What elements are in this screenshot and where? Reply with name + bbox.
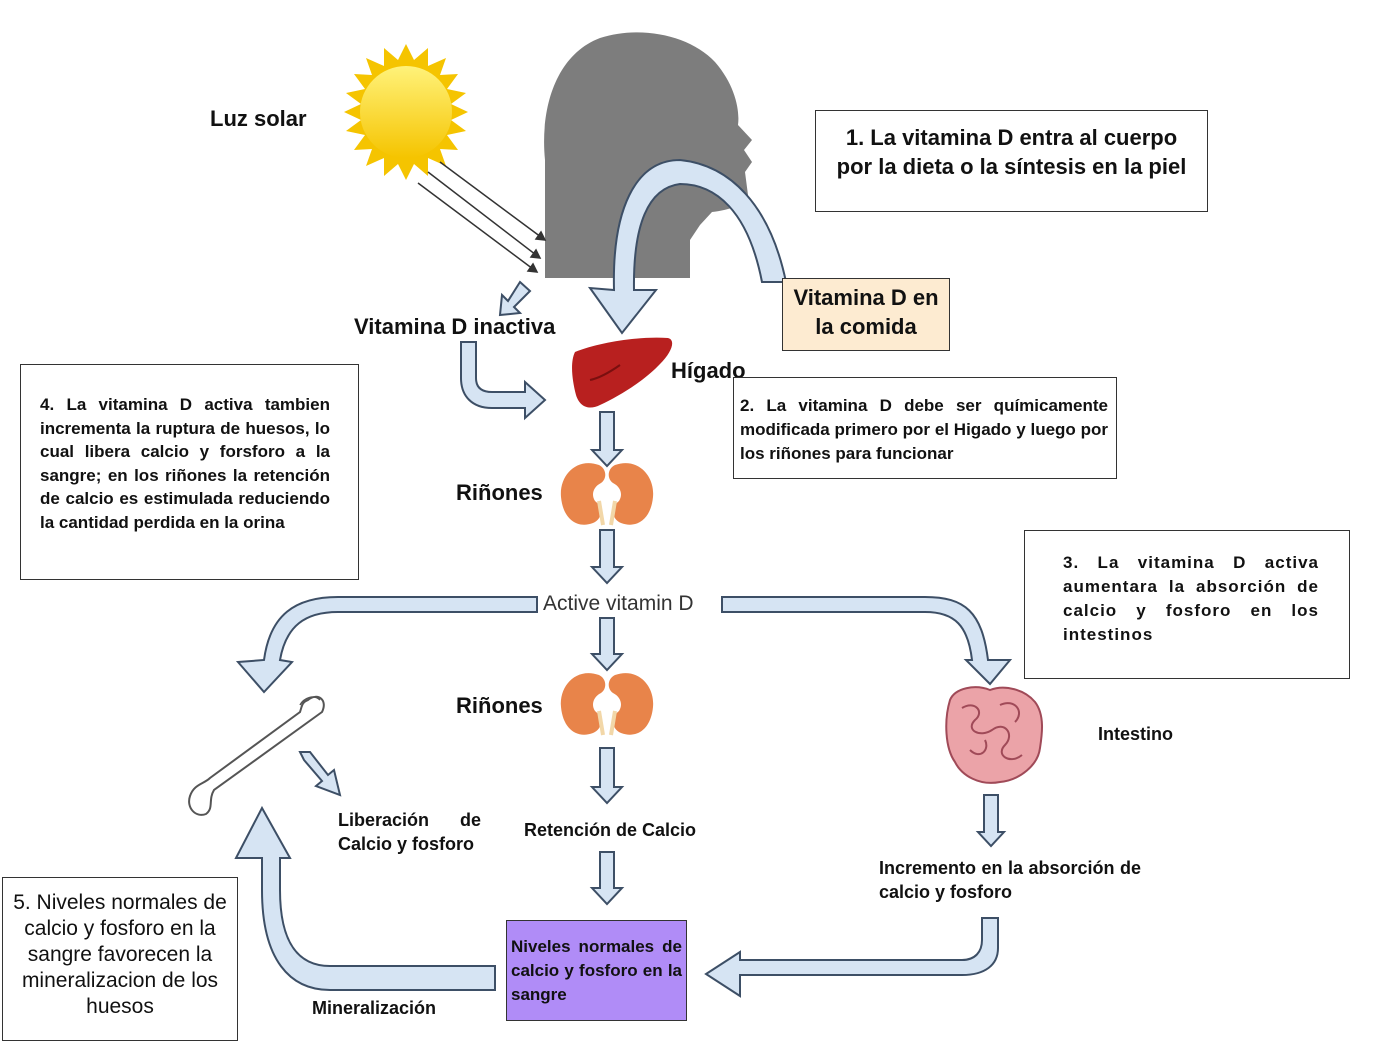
- active-to-bone-arrow: [235, 596, 538, 694]
- intestine-to-absorption-arrow: [975, 794, 1007, 848]
- intestine-label: Intestino: [1098, 724, 1173, 744]
- person-silhouette-icon: [544, 32, 752, 278]
- mineralization-label: Mineralización: [312, 998, 437, 1018]
- liver-to-kidneys-arrow: [589, 411, 625, 468]
- kidneys-to-retention-arrow: [589, 747, 625, 805]
- kidneys-to-active-arrow: [589, 529, 625, 585]
- step2-box: 2. La vitamina D debe ser químicamente m…: [733, 377, 1117, 479]
- step5-box: 5. Niveles normales de calcio y fosforo …: [2, 877, 238, 1041]
- retention-to-blood-arrow: [589, 851, 625, 906]
- release-calcium-label: Liberación de Calcio y fosforo: [338, 810, 481, 854]
- step4-text: 4. La vitamina D activa tambien incremen…: [40, 395, 330, 532]
- food-vitamin-d-text: Vitamina D en la comida: [793, 285, 939, 339]
- kidneys-icon: [560, 673, 654, 736]
- blood-levels-text: Niveles normales de calcio y fosforo en …: [511, 937, 682, 1004]
- bone-to-release-arrow: [298, 751, 342, 797]
- blood-levels-box: Niveles normales de calcio y fosforo en …: [506, 920, 687, 1021]
- step3-text: 3. La vitamina D activa aumentara la abs…: [1063, 553, 1319, 644]
- liver-icon: [572, 337, 673, 408]
- kidneys-icon: [560, 463, 654, 526]
- skin-to-inactive-arrow: [498, 280, 532, 317]
- absorption-increase-label: Incremento en la absorción de calcio y f…: [879, 858, 1141, 902]
- sun-icon: [344, 44, 468, 180]
- absorption-to-blood-arrow: [704, 917, 999, 998]
- step1-text: 1. La vitamina D entra al cuerpo por la …: [836, 125, 1187, 179]
- food-to-liver-arrow: [587, 158, 788, 335]
- step2-text: 2. La vitamina D debe ser químicamente m…: [740, 396, 1108, 463]
- kidneys-top-label: Riñones: [456, 480, 543, 505]
- inactive-to-liver-arrow: [460, 341, 547, 421]
- step3-box: 3. La vitamina D activa aumentara la abs…: [1024, 530, 1350, 679]
- food-vitamin-d-box: Vitamina D en la comida: [782, 278, 950, 351]
- blood-to-bone-arrow: [234, 805, 496, 991]
- step1-box: 1. La vitamina D entra al cuerpo por la …: [815, 110, 1208, 212]
- sunlight-label: Luz solar: [210, 106, 307, 131]
- active-to-kidneys-arrow: [589, 617, 625, 672]
- kidneys-bottom-label: Riñones: [456, 693, 543, 718]
- active-to-intestine-arrow: [721, 596, 1013, 686]
- intestine-icon: [945, 686, 1043, 784]
- inactive-vitamin-d-label: Vitamina D inactiva: [354, 314, 556, 339]
- calcium-retention-label: Retención de Calcio: [524, 820, 697, 840]
- sunray-lines: [417, 161, 547, 273]
- active-vitamin-d-label: Active vitamin D: [543, 592, 694, 615]
- step4-box: 4. La vitamina D activa tambien incremen…: [20, 364, 359, 580]
- step5-text: 5. Niveles normales de calcio y fosforo …: [13, 891, 227, 1018]
- bone-icon: [188, 695, 325, 816]
